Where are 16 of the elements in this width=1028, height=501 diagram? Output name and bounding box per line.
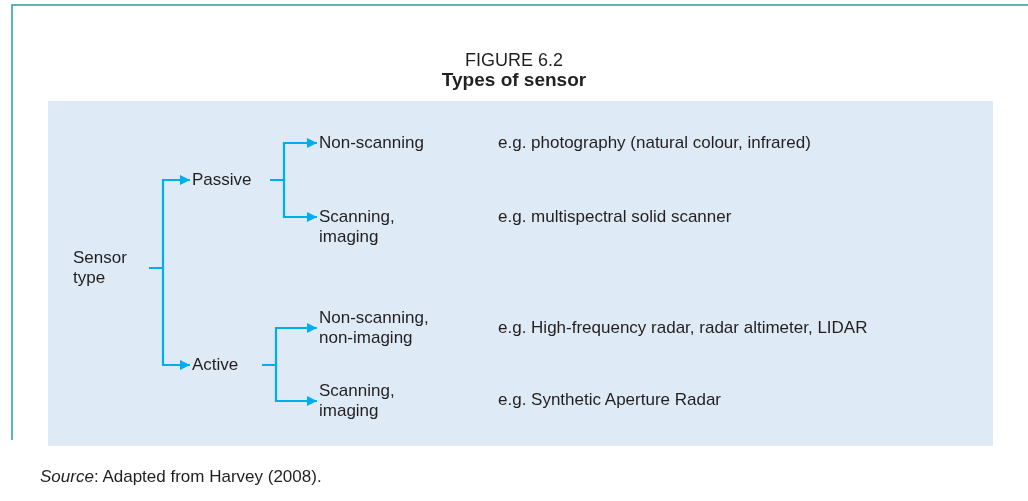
source-caption: Source: Adapted from Harvey (2008).	[40, 467, 322, 487]
root-label: Sensor type	[73, 248, 147, 288]
example-text: e.g. High-frequency radar, radar altimeter, LIDAR	[498, 318, 868, 338]
leaf-label: Non-scanning	[319, 133, 489, 153]
leaf-label: Scanning, imaging	[319, 381, 489, 421]
figure-number: FIGURE 6.2	[464, 50, 564, 70]
example-text: e.g. multispectral solid scanner	[498, 207, 732, 227]
leaf-label: Non-scanning, non-imaging	[319, 308, 489, 348]
example-text: e.g. photography (natural colour, infrared)	[498, 133, 811, 153]
arrow	[149, 266, 190, 370]
branch-label: Passive	[192, 170, 268, 190]
example-text: e.g. Synthetic Aperture Radar	[498, 390, 722, 410]
arrow	[270, 178, 317, 222]
leaf-label: Scanning, imaging	[319, 207, 489, 247]
branch-label: Active	[192, 355, 260, 375]
figure-title: Types of sensor	[440, 70, 588, 90]
